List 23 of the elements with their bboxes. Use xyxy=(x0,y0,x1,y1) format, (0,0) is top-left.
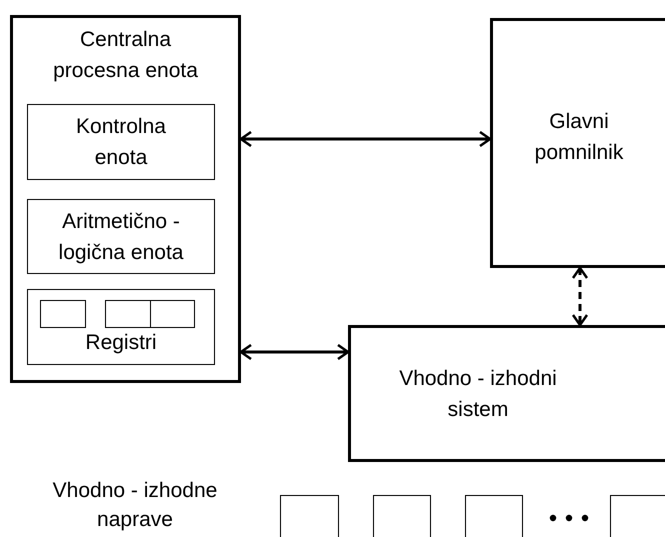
node-label: Glavni pomnilnik xyxy=(534,109,624,166)
node-label: Registri xyxy=(85,330,157,356)
empty-box xyxy=(610,495,665,537)
double-arrow xyxy=(240,130,492,148)
cpu-box xyxy=(10,15,241,383)
empty-box xyxy=(105,300,151,328)
block-box xyxy=(348,325,665,462)
double-arrow xyxy=(240,344,350,360)
node-label: Centralna procesna enota xyxy=(52,27,199,84)
empty-box xyxy=(280,495,339,537)
empty-box xyxy=(40,300,86,328)
empty-box xyxy=(465,495,523,537)
unit-box xyxy=(27,289,215,365)
empty-box xyxy=(150,300,195,328)
empty-box xyxy=(373,495,431,537)
block-box xyxy=(490,18,665,268)
node-label: Vhodno - izhodni sistem xyxy=(398,366,558,422)
text-label: Vhodno - izhodne naprave xyxy=(52,478,218,533)
unit-box xyxy=(27,104,215,180)
double-arrow xyxy=(572,266,588,326)
node-label: Aritmetično - logična enota xyxy=(58,208,184,266)
node-label: Kontrolna enota xyxy=(75,114,167,171)
unit-box xyxy=(27,199,215,274)
